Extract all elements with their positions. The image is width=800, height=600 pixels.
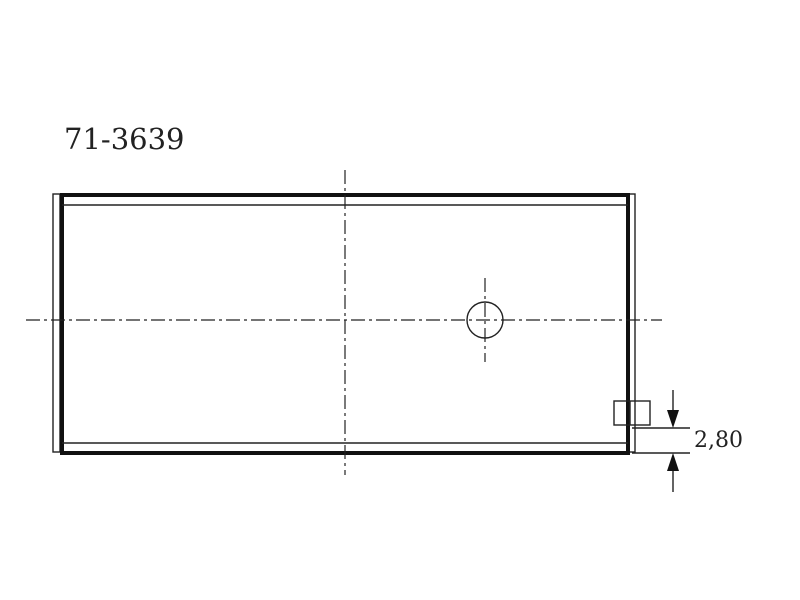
dimension-arrow-bottom-icon <box>667 453 679 471</box>
left-end-face <box>52 193 61 453</box>
dimension-value: 2,80 <box>694 428 743 453</box>
dimension-arrow-top-icon <box>667 410 679 428</box>
locating-tab <box>613 400 651 426</box>
part-number-label: 71-3639 <box>64 122 185 156</box>
